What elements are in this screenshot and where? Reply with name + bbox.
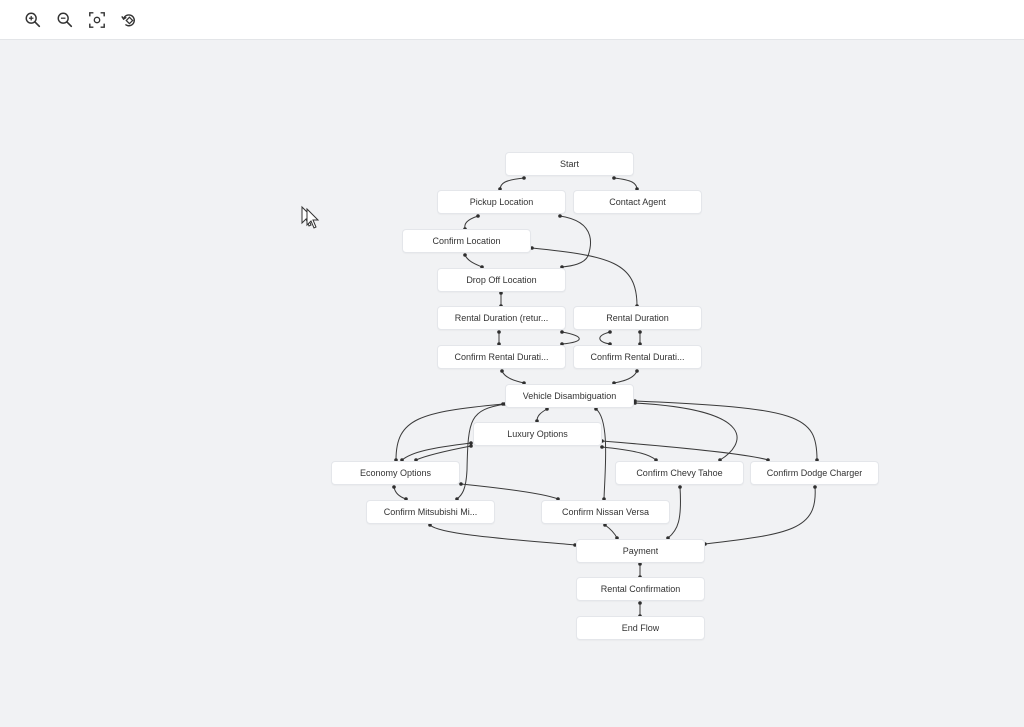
node-label: Vehicle Disambiguation	[522, 391, 617, 401]
edge-economy-mitsubishi	[393, 486, 407, 500]
node-start[interactable]: Start	[505, 152, 634, 176]
edge-luxury-economy-2	[415, 445, 472, 461]
node-drop-off-location[interactable]: Drop Off Location	[437, 268, 566, 292]
node-confirm-chevy-tahoe[interactable]: Confirm Chevy Tahoe	[615, 461, 744, 485]
node-label: Rental Duration	[606, 313, 669, 323]
node-confirm-rental-duration-2[interactable]: Confirm Rental Durati...	[573, 345, 702, 369]
canvas-toolbar	[0, 0, 1024, 40]
node-label: Payment	[622, 546, 659, 556]
fit-view-button[interactable]	[85, 8, 109, 32]
node-vehicle-disambiguation[interactable]: Vehicle Disambiguation	[505, 384, 634, 408]
node-rental-duration-return[interactable]: Rental Duration (retur...	[437, 306, 566, 330]
zoom-out-icon	[57, 12, 73, 28]
reset-layout-icon	[121, 14, 135, 27]
edge-luxury-dodge	[601, 440, 769, 461]
node-rental-confirmation[interactable]: Rental Confirmation	[576, 577, 705, 601]
node-label: Confirm Rental Durati...	[454, 352, 549, 362]
node-label: Rental Confirmation	[600, 584, 681, 594]
node-label: End Flow	[621, 623, 660, 633]
node-label: Economy Options	[359, 468, 432, 478]
edge-luxury-economy-1	[401, 442, 472, 461]
edge-mitsubishi-payment	[429, 524, 576, 546]
edge-nissan-payment	[604, 524, 618, 539]
flow-edges	[392, 176, 819, 618]
edge-luxury-chevy	[601, 446, 657, 461]
edge-rdr-crd1-loop	[561, 331, 580, 345]
edge-confirmloc-dropoff	[464, 254, 483, 268]
mouse-cursor-icon	[301, 205, 320, 229]
node-label: Confirm Rental Durati...	[590, 352, 685, 362]
edge-vd-economy	[395, 403, 504, 461]
edge-start-pickup	[499, 177, 525, 191]
node-contact-agent[interactable]: Contact Agent	[573, 190, 702, 214]
node-confirm-mitsubishi[interactable]: Confirm Mitsubishi Mi...	[366, 500, 495, 524]
node-end-flow[interactable]: End Flow	[576, 616, 705, 640]
node-label: Rental Duration (retur...	[454, 313, 549, 323]
node-economy-options[interactable]: Economy Options	[331, 461, 460, 485]
node-confirm-location[interactable]: Confirm Location	[402, 229, 531, 253]
fit-view-icon	[89, 12, 105, 28]
node-confirm-nissan-versa[interactable]: Confirm Nissan Versa	[541, 500, 670, 524]
edge-crd1-vd	[501, 370, 525, 384]
edge-rd-crd2-loop	[599, 331, 611, 345]
zoom-out-button[interactable]	[53, 8, 77, 32]
node-luxury-options[interactable]: Luxury Options	[473, 422, 602, 446]
edge-pickup-dropoff	[559, 215, 592, 268]
edge-vd-luxury	[536, 408, 548, 422]
node-label: Pickup Location	[469, 197, 534, 207]
zoom-in-icon	[25, 12, 41, 28]
node-payment[interactable]: Payment	[576, 539, 705, 563]
node-label: Confirm Dodge Charger	[766, 468, 863, 478]
node-label: Confirm Mitsubishi Mi...	[383, 507, 478, 517]
node-confirm-dodge-charger[interactable]: Confirm Dodge Charger	[750, 461, 879, 485]
node-label: Start	[559, 159, 579, 169]
node-pickup-location[interactable]: Pickup Location	[437, 190, 566, 214]
edge-dodge-payment	[704, 486, 816, 545]
edge-pickup-confirmloc	[464, 215, 479, 230]
node-label: Confirm Location	[432, 236, 501, 246]
edge-confirmloc-rentaldur	[531, 247, 638, 307]
edge-vd-dodge	[634, 400, 818, 461]
edge-start-contact	[613, 177, 638, 191]
edge-crd2-vd	[613, 370, 638, 384]
node-label: Drop Off Location	[466, 275, 537, 285]
node-label: Confirm Chevy Tahoe	[636, 468, 723, 478]
edge-vd-mitsubishi	[456, 403, 506, 500]
zoom-in-button[interactable]	[21, 8, 45, 32]
node-rental-duration[interactable]: Rental Duration	[573, 306, 702, 330]
edge-chevy-payment	[667, 486, 681, 539]
edge-vd-chevy	[634, 402, 738, 461]
node-label: Contact Agent	[609, 197, 666, 207]
edge-economy-nissan	[460, 483, 559, 500]
node-label: Confirm Nissan Versa	[561, 507, 650, 517]
flow-canvas[interactable]	[0, 40, 1024, 727]
node-label: Luxury Options	[507, 429, 568, 439]
reset-layout-button[interactable]	[117, 8, 141, 32]
node-confirm-rental-duration-1[interactable]: Confirm Rental Durati...	[437, 345, 566, 369]
